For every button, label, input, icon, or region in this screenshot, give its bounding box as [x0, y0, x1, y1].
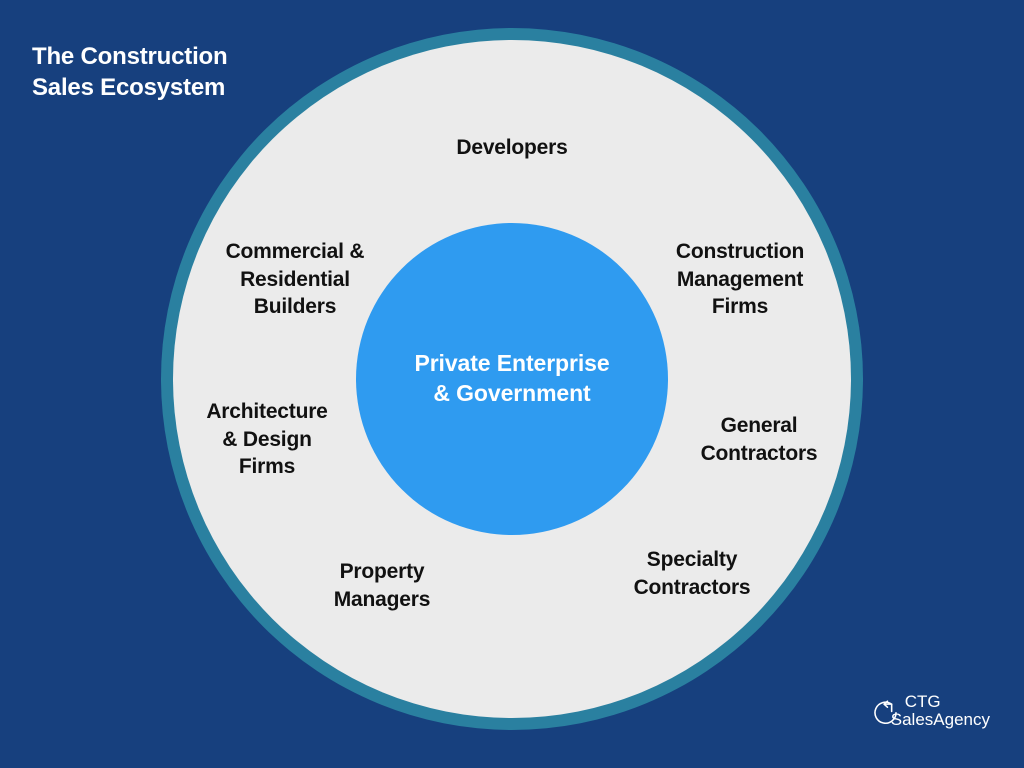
- node-label-architecture-design-firms: Architecture & Design Firms: [206, 400, 328, 479]
- circular-arrow-icon: [874, 700, 897, 724]
- core-circle-label: Private Enterprise & Government: [414, 350, 610, 406]
- logo-text: CTG SalesAgency: [891, 694, 990, 728]
- brand-logo: CTG SalesAgency: [872, 694, 990, 728]
- node-label-property-managers: Property Managers: [333, 560, 431, 611]
- core-circle: Private Enterprise & Government: [356, 223, 668, 535]
- node-label-general-contractors: General Contractors: [700, 414, 818, 465]
- page-title: The Construction Sales Ecosystem: [32, 43, 228, 101]
- logo-line-ctg: CTG: [904, 692, 941, 712]
- node-label-developers: Developers: [456, 136, 568, 159]
- node-label-commercial-residential-builders: Commercial & Residential Builders: [225, 240, 365, 319]
- node-label-construction-management-firms: Construction Management Firms: [675, 240, 805, 319]
- node-label-specialty-contractors: Specialty Contractors: [633, 548, 751, 599]
- logo-line-salesagency: SalesAgency: [890, 710, 990, 729]
